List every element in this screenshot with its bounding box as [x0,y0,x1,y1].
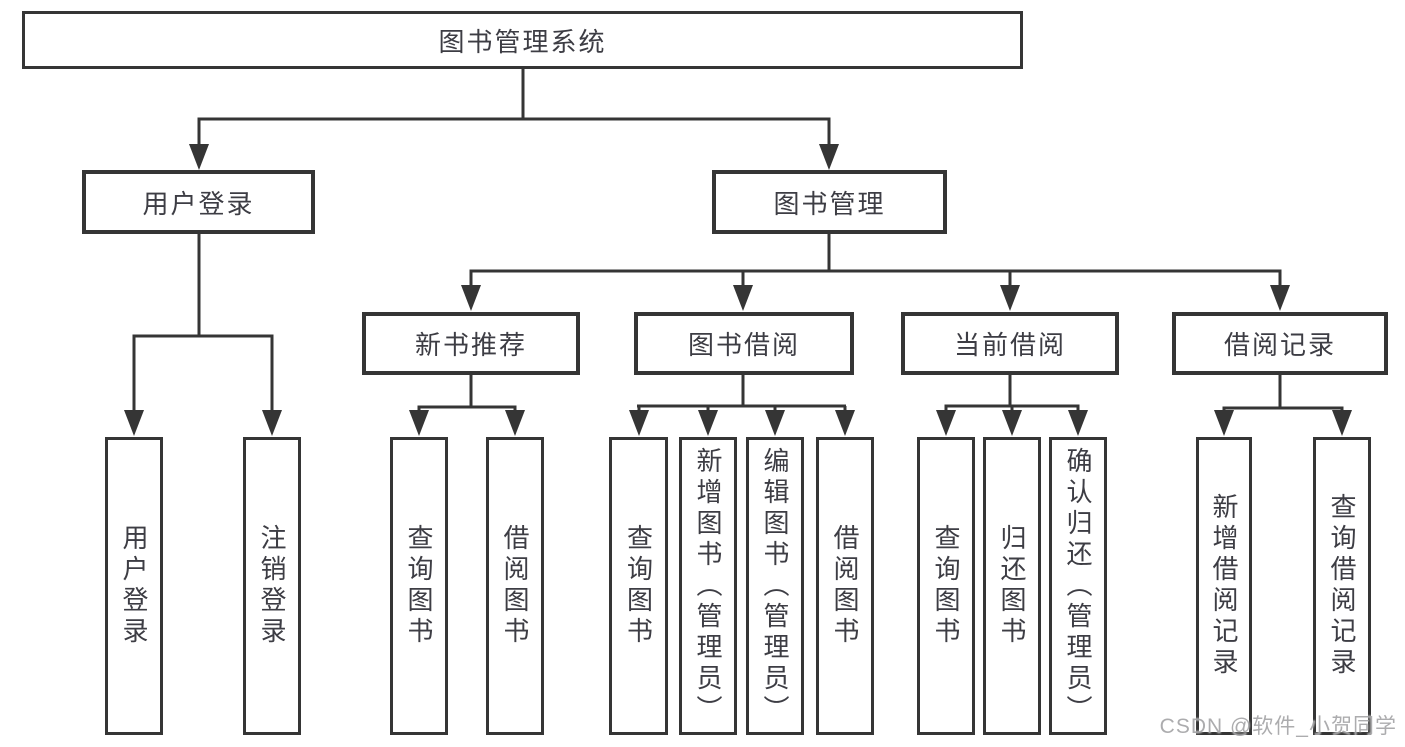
leaf-logout: 注销登录 [243,437,301,735]
leaf-borrow-books: 借阅图书 [816,437,874,735]
node-book-management: 图书管理 [712,170,947,234]
node-borrow-records: 借阅记录 [1172,312,1388,375]
leaf-current-query-books: 查询图书 [917,437,975,735]
node-user-login: 用户登录 [82,170,315,234]
node-library-system: 图书管理系统 [22,11,1023,69]
node-new-book-recommend: 新书推荐 [362,312,580,375]
leaf-edit-books-admin: 编辑图书（管理员） [746,437,804,735]
watermark: CSDN @软件_小贺同学 [1159,715,1397,738]
leaf-add-borrow-record: 新增借阅记录 [1196,437,1252,735]
leaf-recommend-borrow-books: 借阅图书 [486,437,544,735]
leaf-user-login: 用户登录 [105,437,163,735]
leaf-recommend-query-books: 查询图书 [390,437,448,735]
node-book-borrow: 图书借阅 [634,312,854,375]
leaf-query-borrow-record: 查询借阅记录 [1313,437,1371,735]
arrowheads [124,144,1352,436]
leaf-add-books-admin: 新增图书（管理员） [679,437,737,735]
leaf-confirm-return-admin: 确认归还（管理员） [1049,437,1107,735]
leaf-borrow-query-books: 查询图书 [609,437,668,735]
node-current-borrow: 当前借阅 [901,312,1119,375]
leaf-return-books: 归还图书 [983,437,1041,735]
